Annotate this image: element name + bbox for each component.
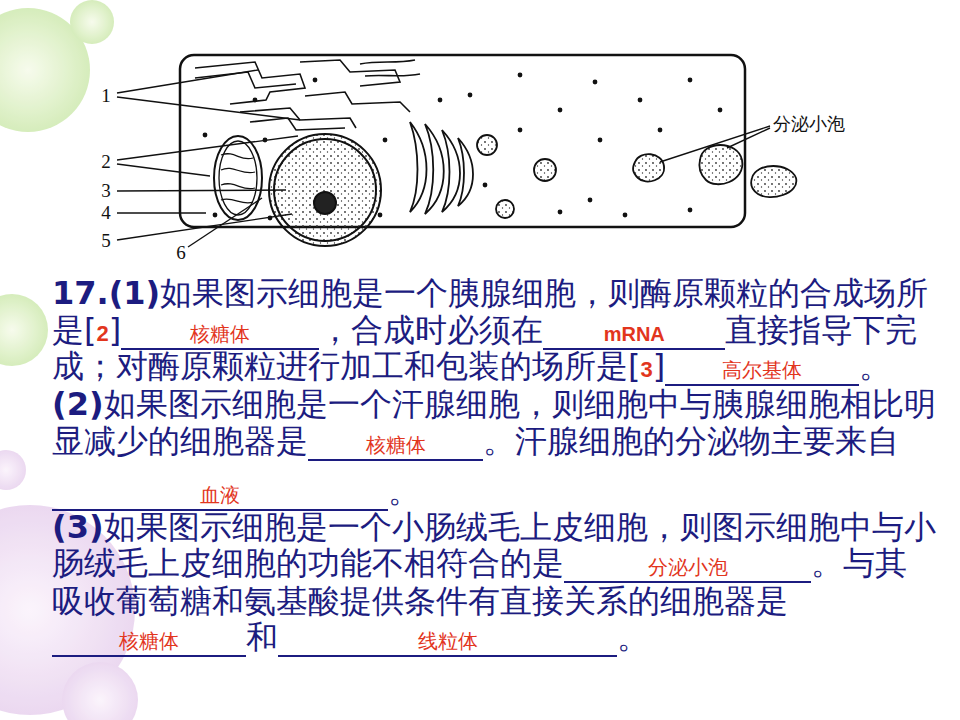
answer-blank: 线粒体 bbox=[278, 625, 617, 657]
text-line: 肠绒毛上皮细胞的功能不相符合的是 分泌小泡 。与其 bbox=[52, 541, 907, 585]
question-text: 。 bbox=[617, 618, 649, 656]
callout-number: 5 bbox=[101, 230, 111, 252]
question-text: 。 bbox=[859, 347, 891, 385]
callout-number: 4 bbox=[101, 202, 111, 224]
part-label: 分泌小泡 bbox=[773, 112, 845, 136]
callout-number: 1 bbox=[101, 85, 111, 107]
question-text: ，合成时必须在 bbox=[319, 311, 543, 349]
text-line: 17.(1)如果图示细胞是一个胰腺细胞，则酶原颗粒的合成场所 bbox=[52, 271, 928, 315]
answer-text: 分泌小泡 bbox=[648, 555, 728, 579]
answer-blank: 核糖体 bbox=[52, 625, 246, 657]
question-number: (3) bbox=[52, 508, 104, 546]
question-text: 和 bbox=[246, 618, 278, 656]
leader-lines bbox=[117, 70, 770, 247]
text-line: 是[2] 核糖体 ，合成时必须在 mRNA 直接指导下完 bbox=[52, 308, 917, 352]
answer-text: mRNA bbox=[604, 323, 665, 345]
question-text: 。 bbox=[388, 472, 420, 510]
answer-number: 3 bbox=[640, 357, 652, 382]
answer-blank: 核糖体 bbox=[121, 318, 319, 350]
text-line: 核糖体 和 线粒体 。 bbox=[52, 615, 649, 659]
question-text: ] bbox=[109, 311, 121, 349]
question-text: 如果图示细胞是一个汗腺细胞，则细胞中与胰腺细胞相比明 bbox=[104, 385, 936, 423]
question-text: 显减少的细胞器是 bbox=[52, 422, 308, 460]
answer-blank: 分泌小泡 bbox=[564, 551, 811, 583]
text-line: (2)如果图示细胞是一个汗腺细胞，则细胞中与胰腺细胞相比明 bbox=[52, 382, 936, 426]
answer-blank: 血液 bbox=[52, 479, 388, 511]
callout-number: 2 bbox=[101, 151, 111, 173]
text-line: 血液 。 bbox=[52, 469, 420, 513]
question-text: 如果图示细胞是一个小肠绒毛上皮细胞，则图示细胞中与小 bbox=[104, 508, 936, 546]
answer-blank: mRNA bbox=[543, 318, 725, 350]
callout-number: 6 bbox=[176, 242, 186, 264]
answer-blank: 高尔基体 bbox=[665, 354, 859, 386]
question-text: 。与其 bbox=[811, 544, 907, 582]
callout-number: 3 bbox=[101, 180, 111, 202]
text-line: (3)如果图示细胞是一个小肠绒毛上皮细胞，则图示细胞中与小 bbox=[52, 505, 936, 549]
question-text: ] bbox=[653, 347, 665, 385]
answer-text: 血液 bbox=[200, 483, 240, 507]
answer-text: 线粒体 bbox=[418, 629, 478, 653]
question-text: 吸收葡萄糖和氨基酸提供条件有直接关系的细胞器是 bbox=[52, 582, 788, 620]
question-number: (2) bbox=[52, 385, 104, 423]
answer-text: 核糖体 bbox=[190, 322, 250, 346]
text-line: 吸收葡萄糖和氨基酸提供条件有直接关系的细胞器是 bbox=[52, 579, 788, 623]
question-text: 成；对酶原颗粒进行加工和包装的场所是[ bbox=[52, 347, 640, 385]
answer-text: 核糖体 bbox=[366, 433, 426, 457]
question-text: 。汗腺细胞的分泌物主要来自 bbox=[483, 422, 899, 460]
question-text: 直接指导下完 bbox=[725, 311, 917, 349]
question-text: 如果图示细胞是一个胰腺细胞，则酶原颗粒的合成场所 bbox=[160, 274, 928, 312]
answer-text: 核糖体 bbox=[119, 629, 179, 653]
text-line: 成；对酶原颗粒进行加工和包装的场所是[3] 高尔基体 。 bbox=[52, 344, 891, 388]
answer-number: 2 bbox=[96, 321, 108, 346]
question-text: 肠绒毛上皮细胞的功能不相符合的是 bbox=[52, 544, 564, 582]
question-number: 17.(1) bbox=[52, 274, 160, 312]
text-line: 显减少的细胞器是 核糖体 。汗腺细胞的分泌物主要来自 bbox=[52, 419, 899, 463]
answer-text: 高尔基体 bbox=[722, 358, 802, 382]
question-text: 是[ bbox=[52, 311, 96, 349]
answer-blank: 核糖体 bbox=[308, 429, 483, 461]
